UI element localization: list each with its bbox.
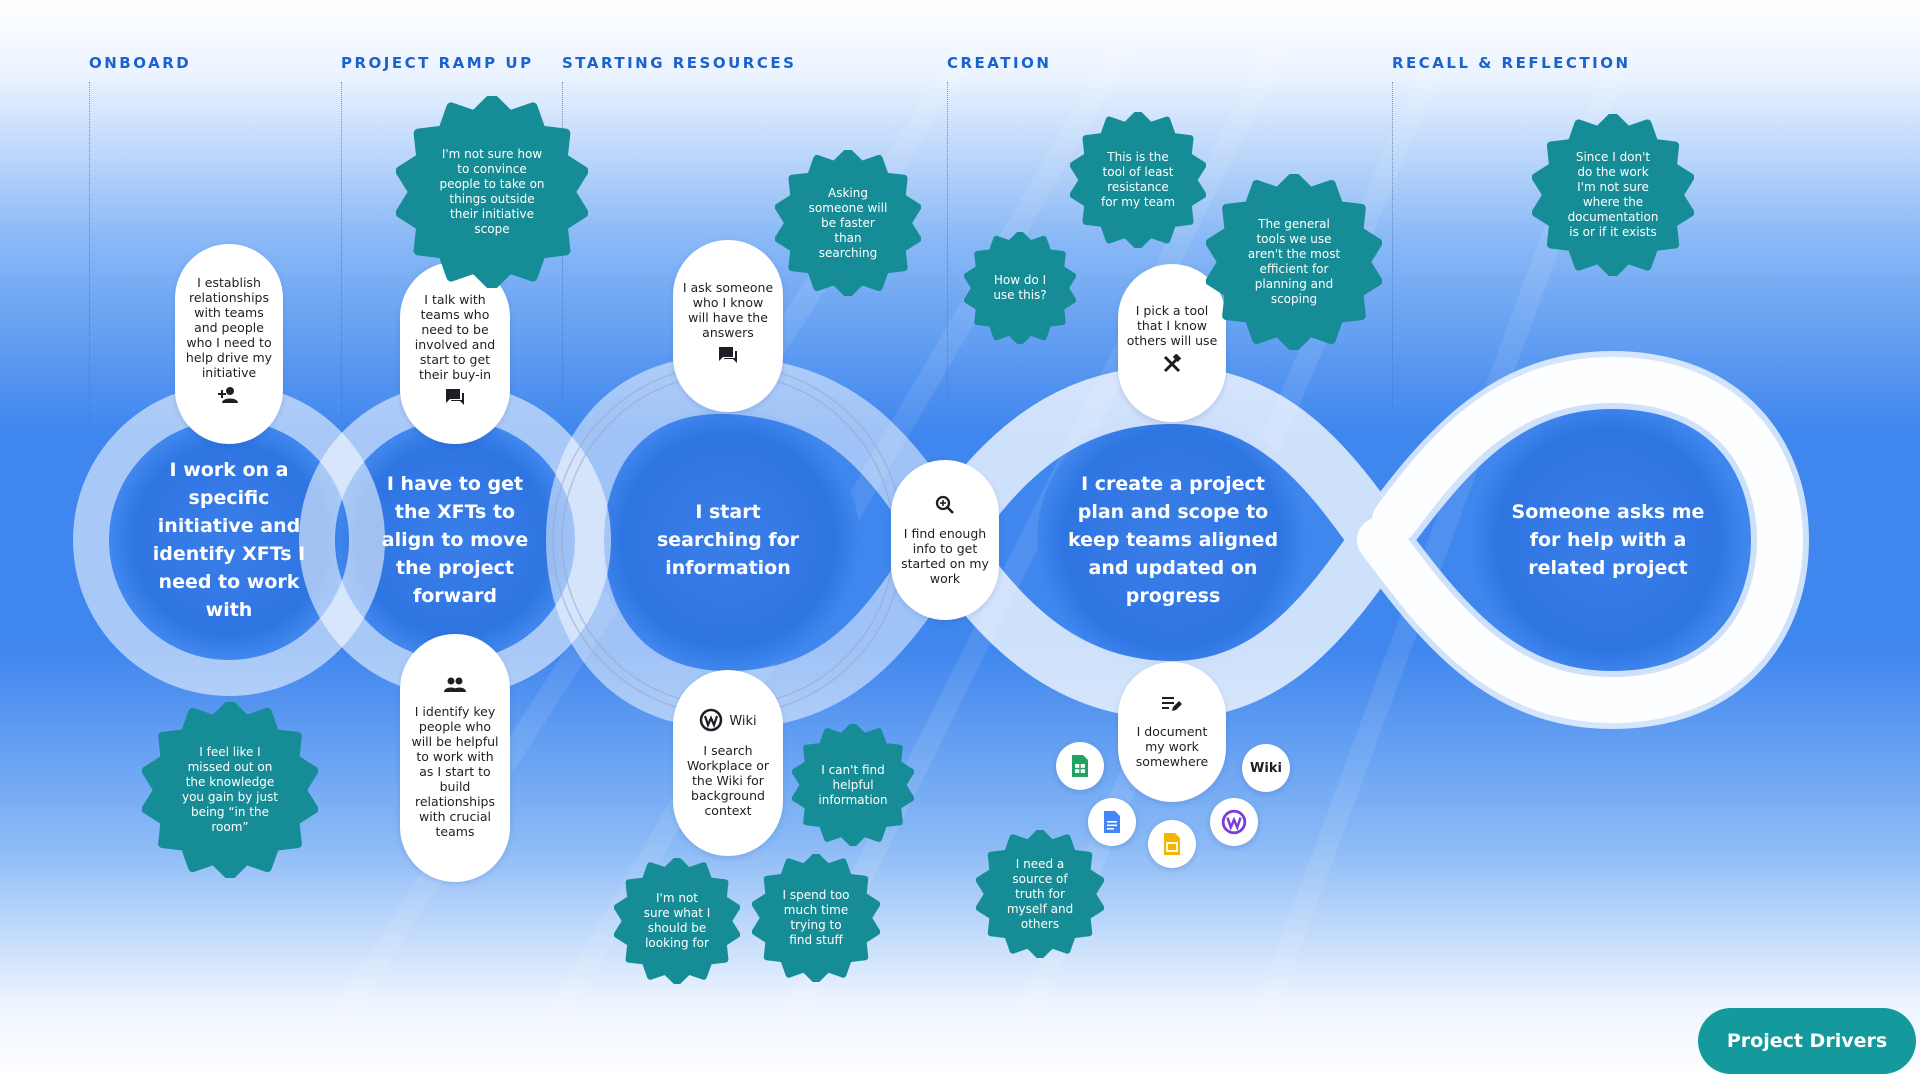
action-ask-someone: I ask someone who I know will have the a… — [673, 240, 783, 412]
project-drivers-button[interactable]: Project Drivers — [1698, 1008, 1916, 1074]
thought-how-to-use: How do I use this? — [964, 232, 1076, 344]
add-person-icon — [218, 386, 240, 407]
thought-not-sure-looking-for: I'm not sure what I should be looking fo… — [614, 858, 740, 984]
tools-icon — [1162, 353, 1182, 377]
action-text: I identify key people who will be helpfu… — [411, 704, 499, 839]
thought-text: I'm not sure how to convince people to t… — [439, 147, 545, 236]
action-text: I pick a tool that I know others will us… — [1126, 303, 1218, 348]
stage-label-onboard: ONBOARD — [89, 54, 192, 72]
thought-cant-find-info: I can't find helpful information — [792, 724, 914, 846]
action-identify-key-people: I identify key people who will be helpfu… — [400, 634, 510, 882]
action-establish-relationships: I establish relationships with teams and… — [175, 244, 283, 444]
slides-icon — [1148, 820, 1196, 868]
thought-text: This is the tool of least resistance for… — [1100, 150, 1176, 209]
thought-text: The general tools we use aren't the most… — [1247, 217, 1341, 306]
thought-general-tools: The general tools we use aren't the most… — [1206, 174, 1382, 350]
thought-missed-knowledge: I feel like I missed out on the knowledg… — [142, 702, 318, 878]
action-pick-a-tool: I pick a tool that I know others will us… — [1118, 264, 1226, 422]
statement-recall: Someone asks me for help with a related … — [1511, 501, 1705, 579]
thought-too-much-time: I spend too much time trying to find stu… — [752, 854, 880, 982]
action-talk-with-teams: I talk with teams who need to be involve… — [400, 262, 510, 444]
thought-source-of-truth: I need a source of truth for myself and … — [976, 830, 1104, 958]
chat-icon — [445, 388, 465, 409]
action-text: I establish relationships with teams and… — [185, 275, 273, 380]
statement-ramp-up: I have to get the XFTs to align to move … — [381, 473, 529, 607]
wiki-tool: Wiki — [1242, 744, 1290, 792]
people-icon — [443, 677, 467, 696]
action-text: I search Workplace or the Wiki for backg… — [686, 743, 770, 818]
docs-icon — [1088, 798, 1136, 846]
action-text: I find enough info to get started on my … — [901, 525, 989, 586]
chat-icon — [718, 346, 738, 367]
thought-text: I can't find helpful information — [818, 762, 888, 807]
thought-text: I need a source of truth for myself and … — [1006, 856, 1074, 931]
action-text: I document my work somewhere — [1135, 724, 1209, 769]
thought-least-resistance: This is the tool of least resistance for… — [1070, 112, 1206, 248]
stage-divider — [341, 82, 342, 422]
wiki-tool-label: Wiki — [1250, 760, 1282, 776]
stage-label-creation: CREATION — [947, 54, 1052, 72]
stage-divider — [89, 82, 90, 422]
thought-text: I'm not sure what I should be looking fo… — [643, 891, 711, 950]
statement-starting-resources: I start searching for information — [656, 501, 800, 579]
action-text: I talk with teams who need to be involve… — [414, 291, 496, 382]
statement-creation: I create a project plan and scope to kee… — [1067, 473, 1279, 607]
thought-text: Asking someone will be faster than searc… — [808, 185, 888, 260]
action-search-workplace: Wiki I search Workplace or the Wiki for … — [673, 670, 783, 856]
thought-text: I spend too much time trying to find stu… — [782, 888, 850, 947]
thought-convince-people: I'm not sure how to convince people to t… — [396, 96, 588, 288]
sheets-icon — [1056, 742, 1104, 790]
magnify-icon — [935, 495, 955, 518]
workplace-icon — [1210, 798, 1258, 846]
action-document-work: I document my work somewhere — [1118, 662, 1226, 802]
action-text: I ask someone who I know will have the a… — [682, 279, 774, 340]
thought-text: I feel like I missed out on the knowledg… — [181, 745, 279, 834]
stage-label-starting-resources: STARTING RESOURCES — [562, 54, 797, 72]
stage-label-recall-reflection: RECALL & REFLECTION — [1392, 54, 1631, 72]
stage-divider — [947, 82, 948, 402]
thought-text: Since I don't do the work I'm not sure w… — [1567, 150, 1659, 239]
wiki-tag-label: Wiki — [729, 714, 757, 729]
workplace-wiki-tag: Wiki — [699, 708, 757, 735]
thought-text: How do I use this? — [993, 273, 1047, 302]
action-find-enough-info: I find enough info to get started on my … — [891, 460, 999, 620]
thought-documentation-exists: Since I don't do the work I'm not sure w… — [1532, 114, 1694, 276]
stage-label-project-ramp-up: PROJECT RAMP UP — [341, 54, 534, 72]
thought-asking-faster: Asking someone will be faster than searc… — [775, 150, 921, 296]
workplace-icon — [699, 708, 723, 735]
statement-onboard: I work on a specific initiative and iden… — [152, 459, 306, 621]
stage-divider — [1392, 82, 1393, 412]
edit-list-icon — [1161, 695, 1183, 716]
